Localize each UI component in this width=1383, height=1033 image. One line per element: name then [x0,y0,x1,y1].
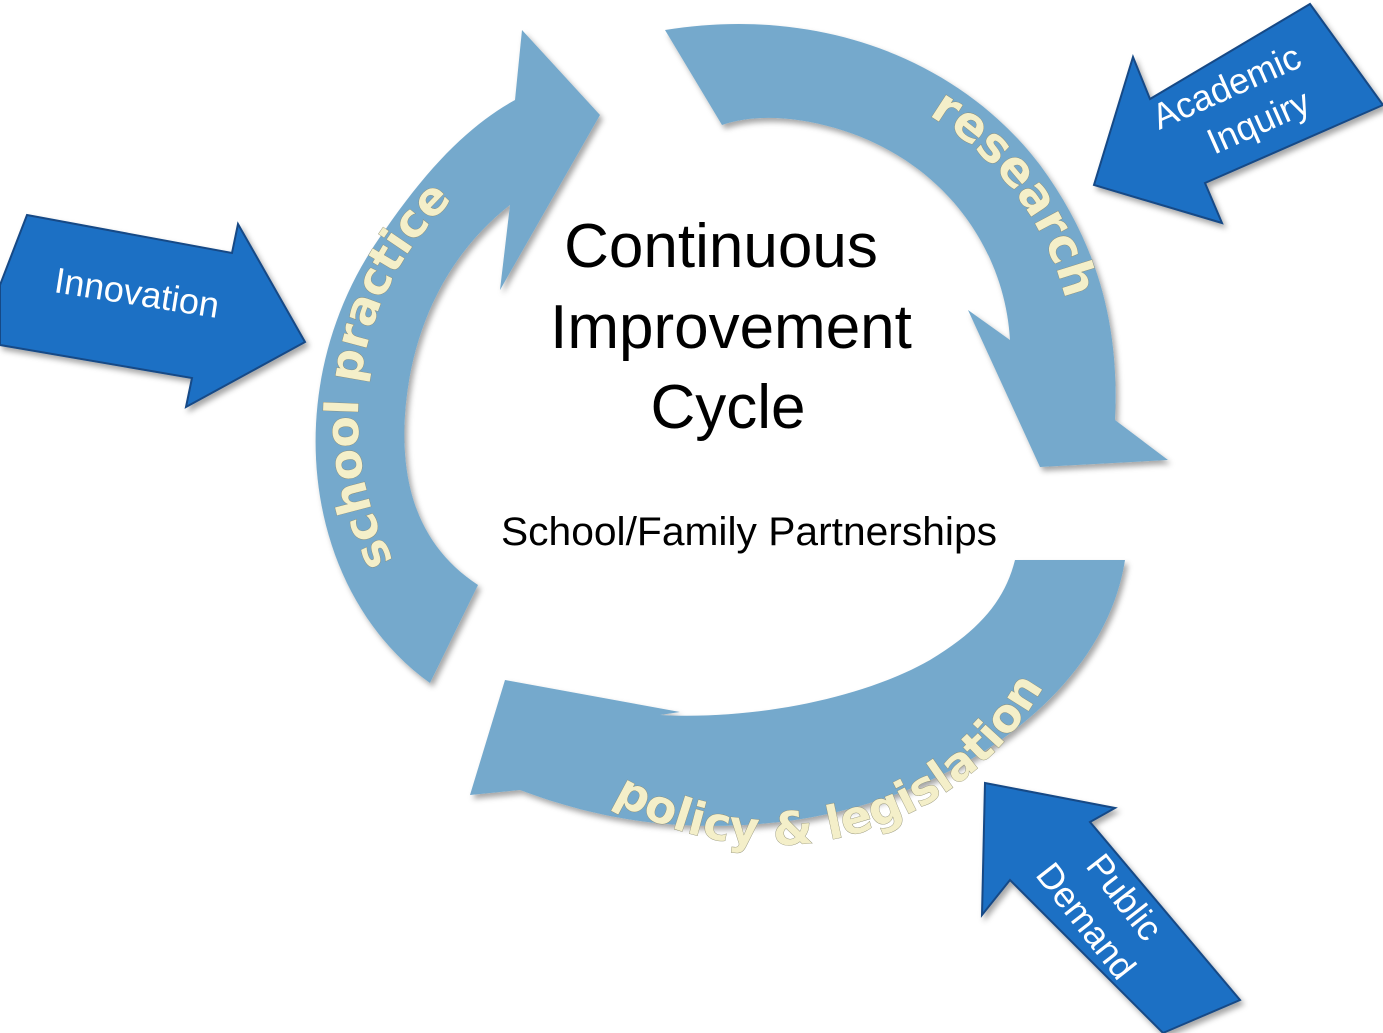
research-arrow [665,24,1168,467]
title-line-1: Continuous [564,212,878,281]
school-practice-arrow [315,30,600,683]
subtitle: School/Family Partnerships [501,510,997,554]
title-line-3: Cycle [650,373,805,442]
public-demand-arrow [980,781,1242,1033]
innovation-arrow [0,213,307,409]
policy-legislation-arrow [470,560,1125,826]
title-line-2: Improvement [550,293,912,362]
academic-inquiry-arrow [1092,2,1383,225]
